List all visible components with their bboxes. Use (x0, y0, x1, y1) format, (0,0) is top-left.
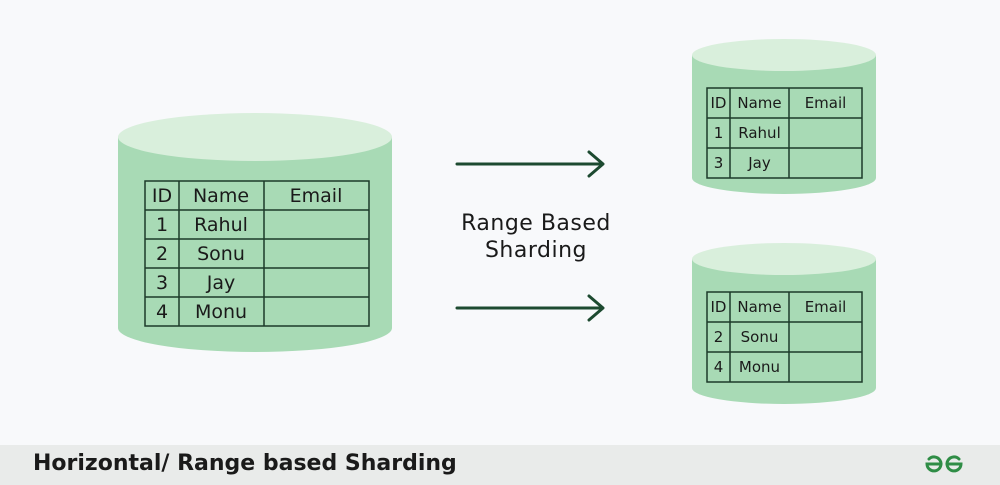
source-header-name: Name (193, 185, 249, 207)
shard-1-cell-name: Rahul (738, 124, 780, 142)
shard-1-table-grid (706, 87, 863, 179)
sharding-diagram: ID Name Email 1 Rahul 2 Sonu 3 Jay 4 Mon… (118, 39, 876, 404)
arrow-to-shard-2 (455, 294, 605, 322)
source-cell-id: 1 (156, 214, 168, 236)
shard-1-table: ID Name Email 1 Rahul 3 Jay (711, 94, 847, 172)
shard-2-header-name: Name (737, 298, 781, 316)
shard-1-cell-name: Jay (747, 154, 771, 172)
shard-2-cylinder-body (692, 259, 876, 404)
arrow-to-shard-1 (455, 150, 605, 178)
shard-1-header-name: Name (737, 94, 781, 112)
shard-2-header-id: ID (711, 298, 727, 316)
source-cylinder-top (118, 113, 392, 161)
shard-1-cell-id: 1 (714, 124, 724, 142)
geeksforgeeks-logo-icon (925, 455, 963, 473)
shard-2-header-email: Email (805, 298, 847, 316)
shard-2-cell-id: 2 (714, 328, 724, 346)
shard-2-cylinder-top (692, 243, 876, 275)
shard-1-cell-id: 3 (714, 154, 724, 172)
shard-1-database: ID Name Email 1 Rahul 3 Jay (692, 39, 876, 194)
shard-2-table: ID Name Email 2 Sonu 4 Monu (711, 298, 847, 376)
footer-bar: Horizontal/ Range based Sharding (0, 445, 1000, 485)
source-cell-id: 3 (156, 272, 168, 294)
source-header-email: Email (290, 185, 343, 207)
source-cell-id: 2 (156, 243, 168, 265)
source-table: ID Name Email 1 Rahul 2 Sonu 3 Jay 4 Mon… (152, 185, 342, 323)
source-cell-name: Jay (206, 272, 236, 294)
shard-2-cell-name: Sonu (741, 328, 779, 346)
source-database: ID Name Email 1 Rahul 2 Sonu 3 Jay 4 Mon… (118, 113, 392, 352)
footer-title: Horizontal/ Range based Sharding (33, 451, 457, 476)
range-label-line-2: Sharding (484, 238, 588, 263)
source-table-grid (144, 180, 370, 327)
source-cell-name: Rahul (194, 214, 248, 236)
source-cell-name: Monu (195, 301, 247, 323)
shard-2-table-grid (706, 291, 863, 383)
shard-1-cylinder-body (692, 55, 876, 194)
source-cell-id: 4 (156, 301, 168, 323)
shard-2-cell-name: Monu (739, 358, 780, 376)
shard-2-cell-id: 4 (714, 358, 724, 376)
shard-1-header-id: ID (711, 94, 727, 112)
source-cylinder-body (118, 137, 392, 352)
shard-1-header-email: Email (805, 94, 847, 112)
range-label-line-1: Range Based (461, 211, 611, 236)
source-header-id: ID (152, 185, 172, 207)
shard-1-cylinder-top (692, 39, 876, 71)
source-cell-name: Sonu (197, 243, 245, 265)
shard-2-database: ID Name Email 2 Sonu 4 Monu (692, 243, 876, 404)
